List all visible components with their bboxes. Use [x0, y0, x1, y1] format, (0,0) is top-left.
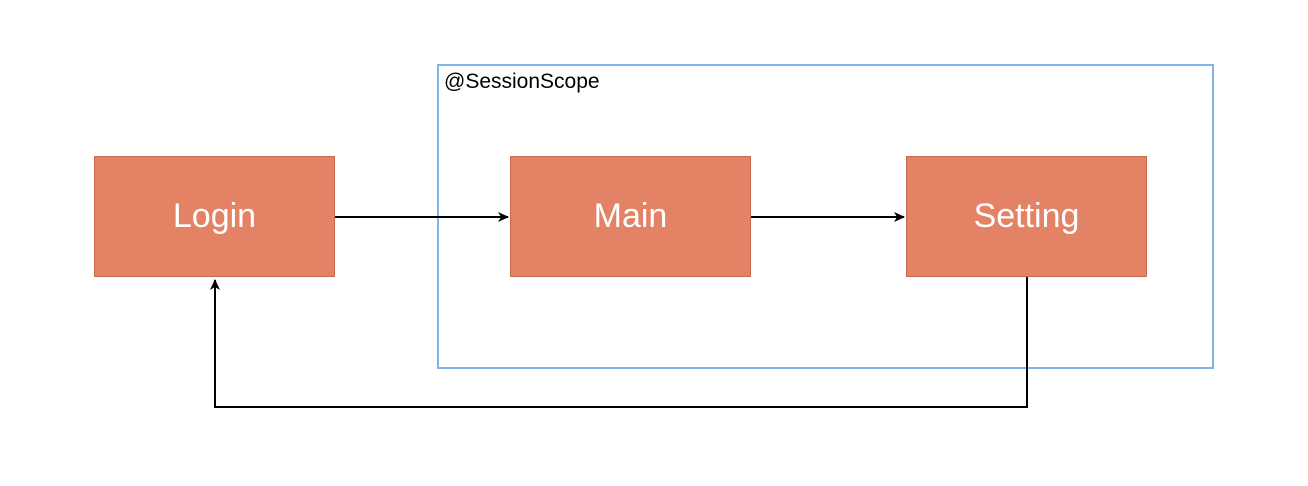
node-main: Main: [510, 156, 751, 277]
node-login: Login: [94, 156, 335, 277]
scope-label: @SessionScope: [444, 70, 600, 93]
node-main-label: Main: [593, 197, 668, 235]
node-setting: Setting: [906, 156, 1147, 277]
node-login-label: Login: [172, 197, 257, 235]
node-setting-label: Setting: [973, 197, 1080, 235]
edge-setting-to-login: [210, 277, 1028, 408]
